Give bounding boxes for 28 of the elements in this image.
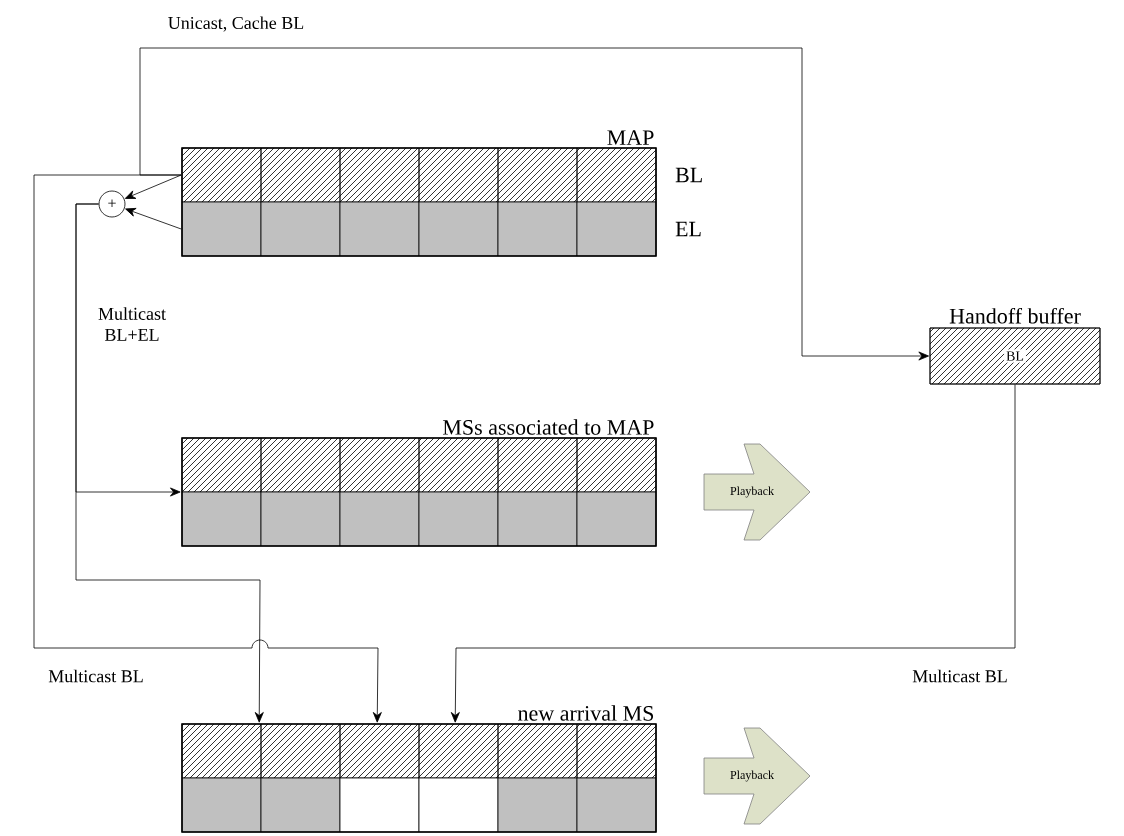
buffer-drawing: MSs associated to MAP	[181, 419, 657, 547]
buffer-drawing	[339, 437, 420, 547]
buffer-drawing	[418, 723, 499, 833]
buffer-drawing	[418, 437, 499, 547]
buffer-drawing: new arrival MS	[181, 705, 657, 833]
arrow	[33, 174, 382, 723]
buffer-drawing	[260, 437, 341, 547]
buffer-drawing: Handoff buffer	[949, 307, 1081, 324]
edge-label: Multicast BL+EL	[82, 305, 182, 343]
edge-label: Multicast BL	[46, 667, 146, 685]
row-label: EL	[675, 221, 701, 237]
buffer-drawing	[418, 147, 499, 257]
arrow	[125, 208, 182, 230]
buffer-drawing: MAP	[181, 130, 657, 257]
edge-label: Multicast BL	[910, 667, 1010, 685]
buffer-drawing	[497, 437, 578, 547]
row-label: BL	[675, 167, 702, 183]
edge-label: Unicast, Cache BL	[165, 14, 307, 34]
buffer-drawing	[339, 723, 420, 833]
buffer-drawing	[339, 147, 420, 257]
arrow	[450, 384, 1016, 723]
buffer-drawing	[260, 723, 341, 833]
buffer-drawing	[497, 147, 578, 257]
arrow	[139, 47, 929, 361]
buffer-drawing	[497, 723, 578, 833]
arrow	[124, 174, 182, 199]
buffer-drawing	[260, 147, 341, 257]
arrow	[75, 203, 264, 723]
